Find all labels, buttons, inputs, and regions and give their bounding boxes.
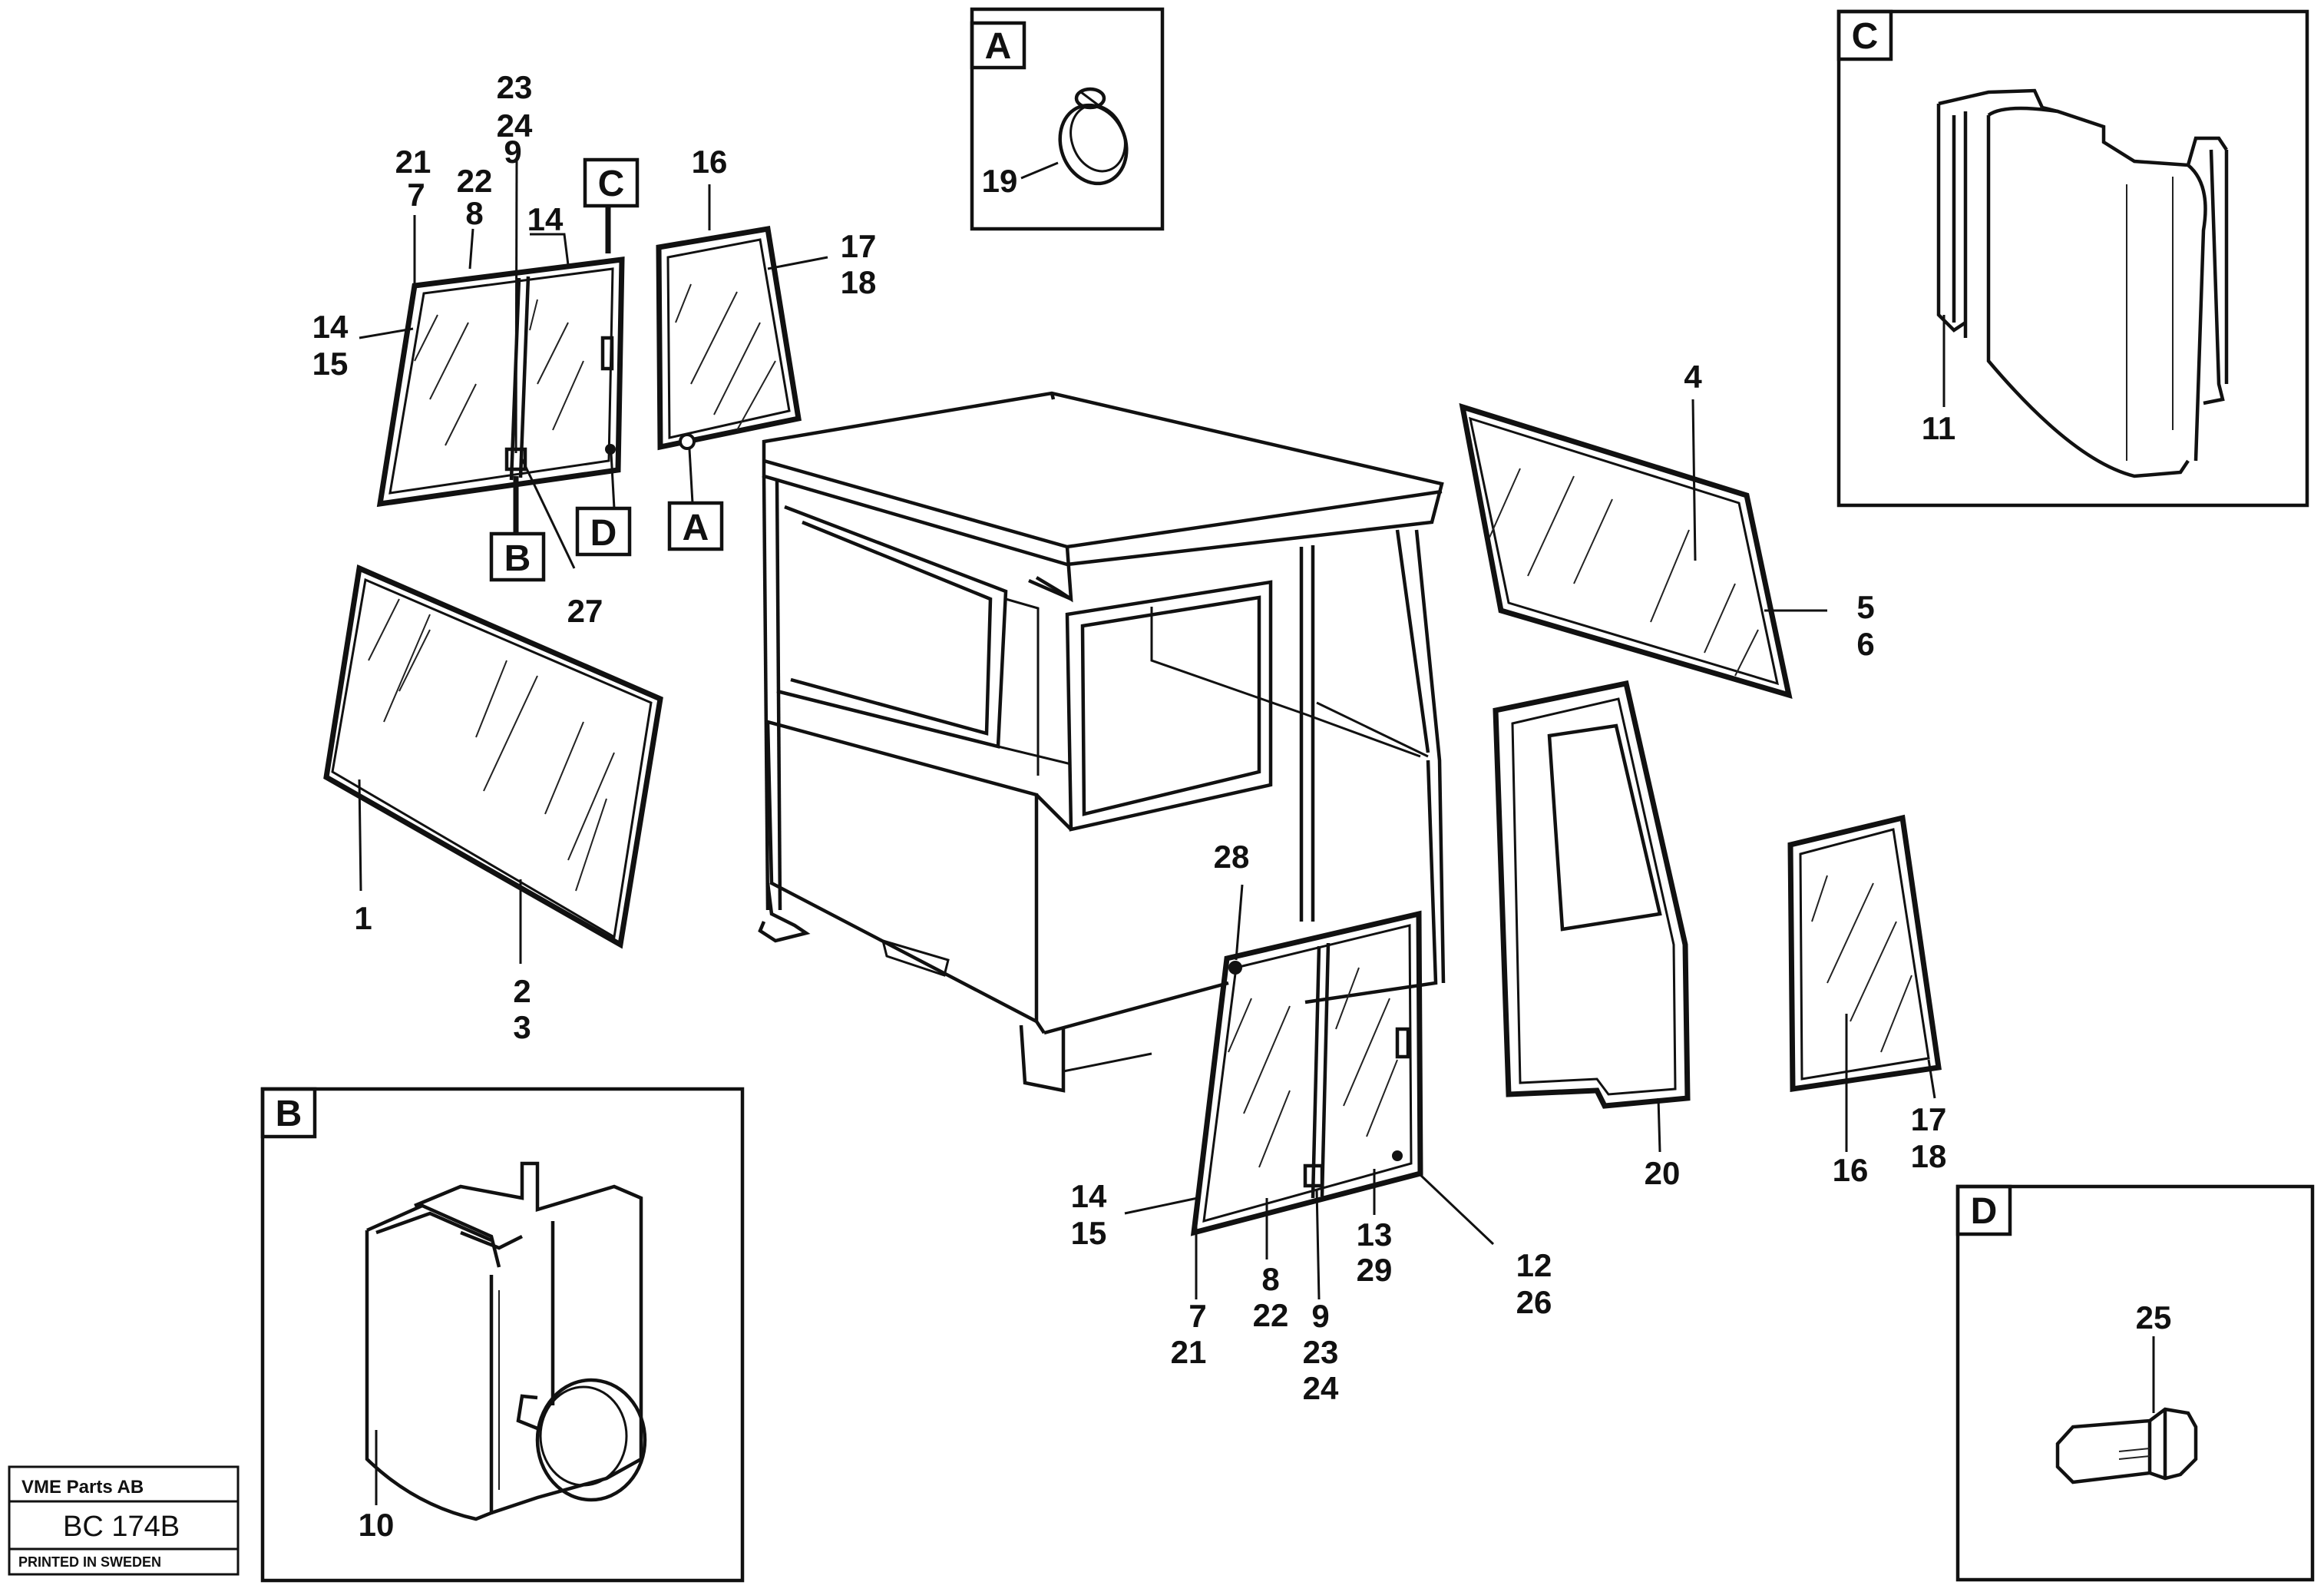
- label-18-lower: 18: [1911, 1138, 1947, 1174]
- label-17-upper: 17: [841, 228, 877, 264]
- label-18-upper: 18: [841, 264, 877, 300]
- callout-d-letter: D: [590, 513, 617, 554]
- label-22-upper: 22: [457, 163, 493, 199]
- detail-b-frame: [260, 1087, 745, 1583]
- label-4: 4: [1684, 359, 1702, 395]
- label-23-lower: 23: [1303, 1334, 1339, 1370]
- label-2: 2: [513, 973, 531, 1009]
- label-25: 25: [2136, 1299, 2172, 1335]
- label-14-left: 14: [312, 309, 349, 345]
- label-26: 26: [1516, 1284, 1552, 1320]
- detail-d: D 25: [1955, 1184, 2315, 1582]
- detail-d-tag: [1955, 1184, 2012, 1236]
- label-7-lower: 7: [1188, 1298, 1206, 1334]
- label-1: 1: [354, 900, 372, 936]
- detail-b: B 10: [260, 1087, 745, 1583]
- detail-b-letter: B: [276, 1094, 302, 1134]
- label-10: 10: [359, 1507, 395, 1543]
- detail-c-tag: [1836, 9, 1893, 61]
- label-15-lower: 15: [1071, 1215, 1107, 1251]
- label-9-lower: 9: [1311, 1298, 1329, 1334]
- glass-panel-16-upper: [656, 225, 802, 451]
- callout-b-letter: B: [504, 538, 531, 579]
- label-7-upper: 7: [407, 177, 425, 213]
- detail-a-tag: [970, 21, 1026, 70]
- label-21-upper: 21: [395, 144, 431, 180]
- label-9-upper: 9: [504, 134, 521, 170]
- detail-c-frame: [1836, 9, 2309, 508]
- label-19: 19: [982, 163, 1018, 199]
- detail-d-frame: [1955, 1184, 2315, 1582]
- detail-a-letter: A: [985, 26, 1012, 67]
- title-code: BC 174B: [63, 1511, 180, 1543]
- knob-latch-icon: [365, 1161, 647, 1521]
- callout-c-letter: C: [598, 164, 625, 204]
- label-27: 27: [567, 593, 603, 629]
- label-28: 28: [1214, 839, 1250, 875]
- glass-panel-door: [1190, 910, 1423, 1236]
- label-13: 13: [1357, 1216, 1393, 1253]
- callout-d-upper: D: [575, 452, 632, 557]
- label-8-lower: 8: [1261, 1261, 1279, 1297]
- glass-panel-4: [1459, 402, 1793, 700]
- title-printed: PRINTED IN SWEDEN: [18, 1554, 161, 1570]
- label-23-upper: 23: [497, 69, 533, 105]
- label-14-lower: 14: [1071, 1178, 1107, 1214]
- callout-a-letter: A: [683, 508, 709, 548]
- ring-clip-icon: [1058, 87, 1129, 186]
- label-14-upper: 14: [527, 201, 564, 237]
- label-15-left: 15: [312, 346, 349, 382]
- label-17-lower: 17: [1911, 1101, 1947, 1137]
- cab-body: [758, 391, 1446, 1093]
- title-company: VME Parts AB: [21, 1477, 144, 1498]
- label-20: 20: [1645, 1155, 1681, 1191]
- label-5: 5: [1856, 589, 1874, 625]
- label-8-upper: 8: [465, 195, 483, 231]
- label-6: 6: [1856, 626, 1874, 662]
- label-24-upper: 24: [497, 108, 533, 144]
- leader-19: [1020, 161, 1059, 180]
- detail-d-letter: D: [1971, 1191, 1998, 1232]
- glass-panel-upper-left: [376, 257, 625, 508]
- leader-lines: [358, 161, 1936, 1300]
- glass-panel-16-lower: [1787, 814, 1942, 1093]
- label-21-lower: 21: [1171, 1334, 1207, 1370]
- callout-b-upper: B: [489, 476, 546, 582]
- detail-c-letter: C: [1852, 16, 1879, 57]
- detail-a-frame: [970, 7, 1165, 231]
- detail-c: C 11: [1836, 9, 2309, 508]
- detail-b-tag: [260, 1087, 317, 1139]
- catch-part-icon: [2055, 1407, 2198, 1484]
- title-block: VME Parts AB BC 174B PRINTED IN SWEDEN: [8, 1465, 240, 1576]
- part-number-labels: 23 24 9 21 7 22 8 14 14 15 27 16 17 18 4…: [312, 69, 1947, 1406]
- label-16-lower: 16: [1833, 1152, 1869, 1188]
- door-frame-20: [1493, 680, 1691, 1109]
- detail-a: A 19: [970, 7, 1165, 231]
- callout-c-upper: C: [583, 157, 640, 253]
- label-12: 12: [1516, 1247, 1552, 1283]
- label-3: 3: [513, 1009, 531, 1045]
- callout-a-upper: A: [667, 448, 724, 551]
- label-16-upper: 16: [692, 144, 728, 180]
- label-11: 11: [1922, 410, 1955, 446]
- label-29: 29: [1357, 1252, 1393, 1288]
- glass-panel-1: [323, 564, 663, 949]
- label-24-lower: 24: [1303, 1370, 1339, 1406]
- latch-part-icon: [1936, 88, 2229, 478]
- label-22-lower: 22: [1253, 1297, 1289, 1333]
